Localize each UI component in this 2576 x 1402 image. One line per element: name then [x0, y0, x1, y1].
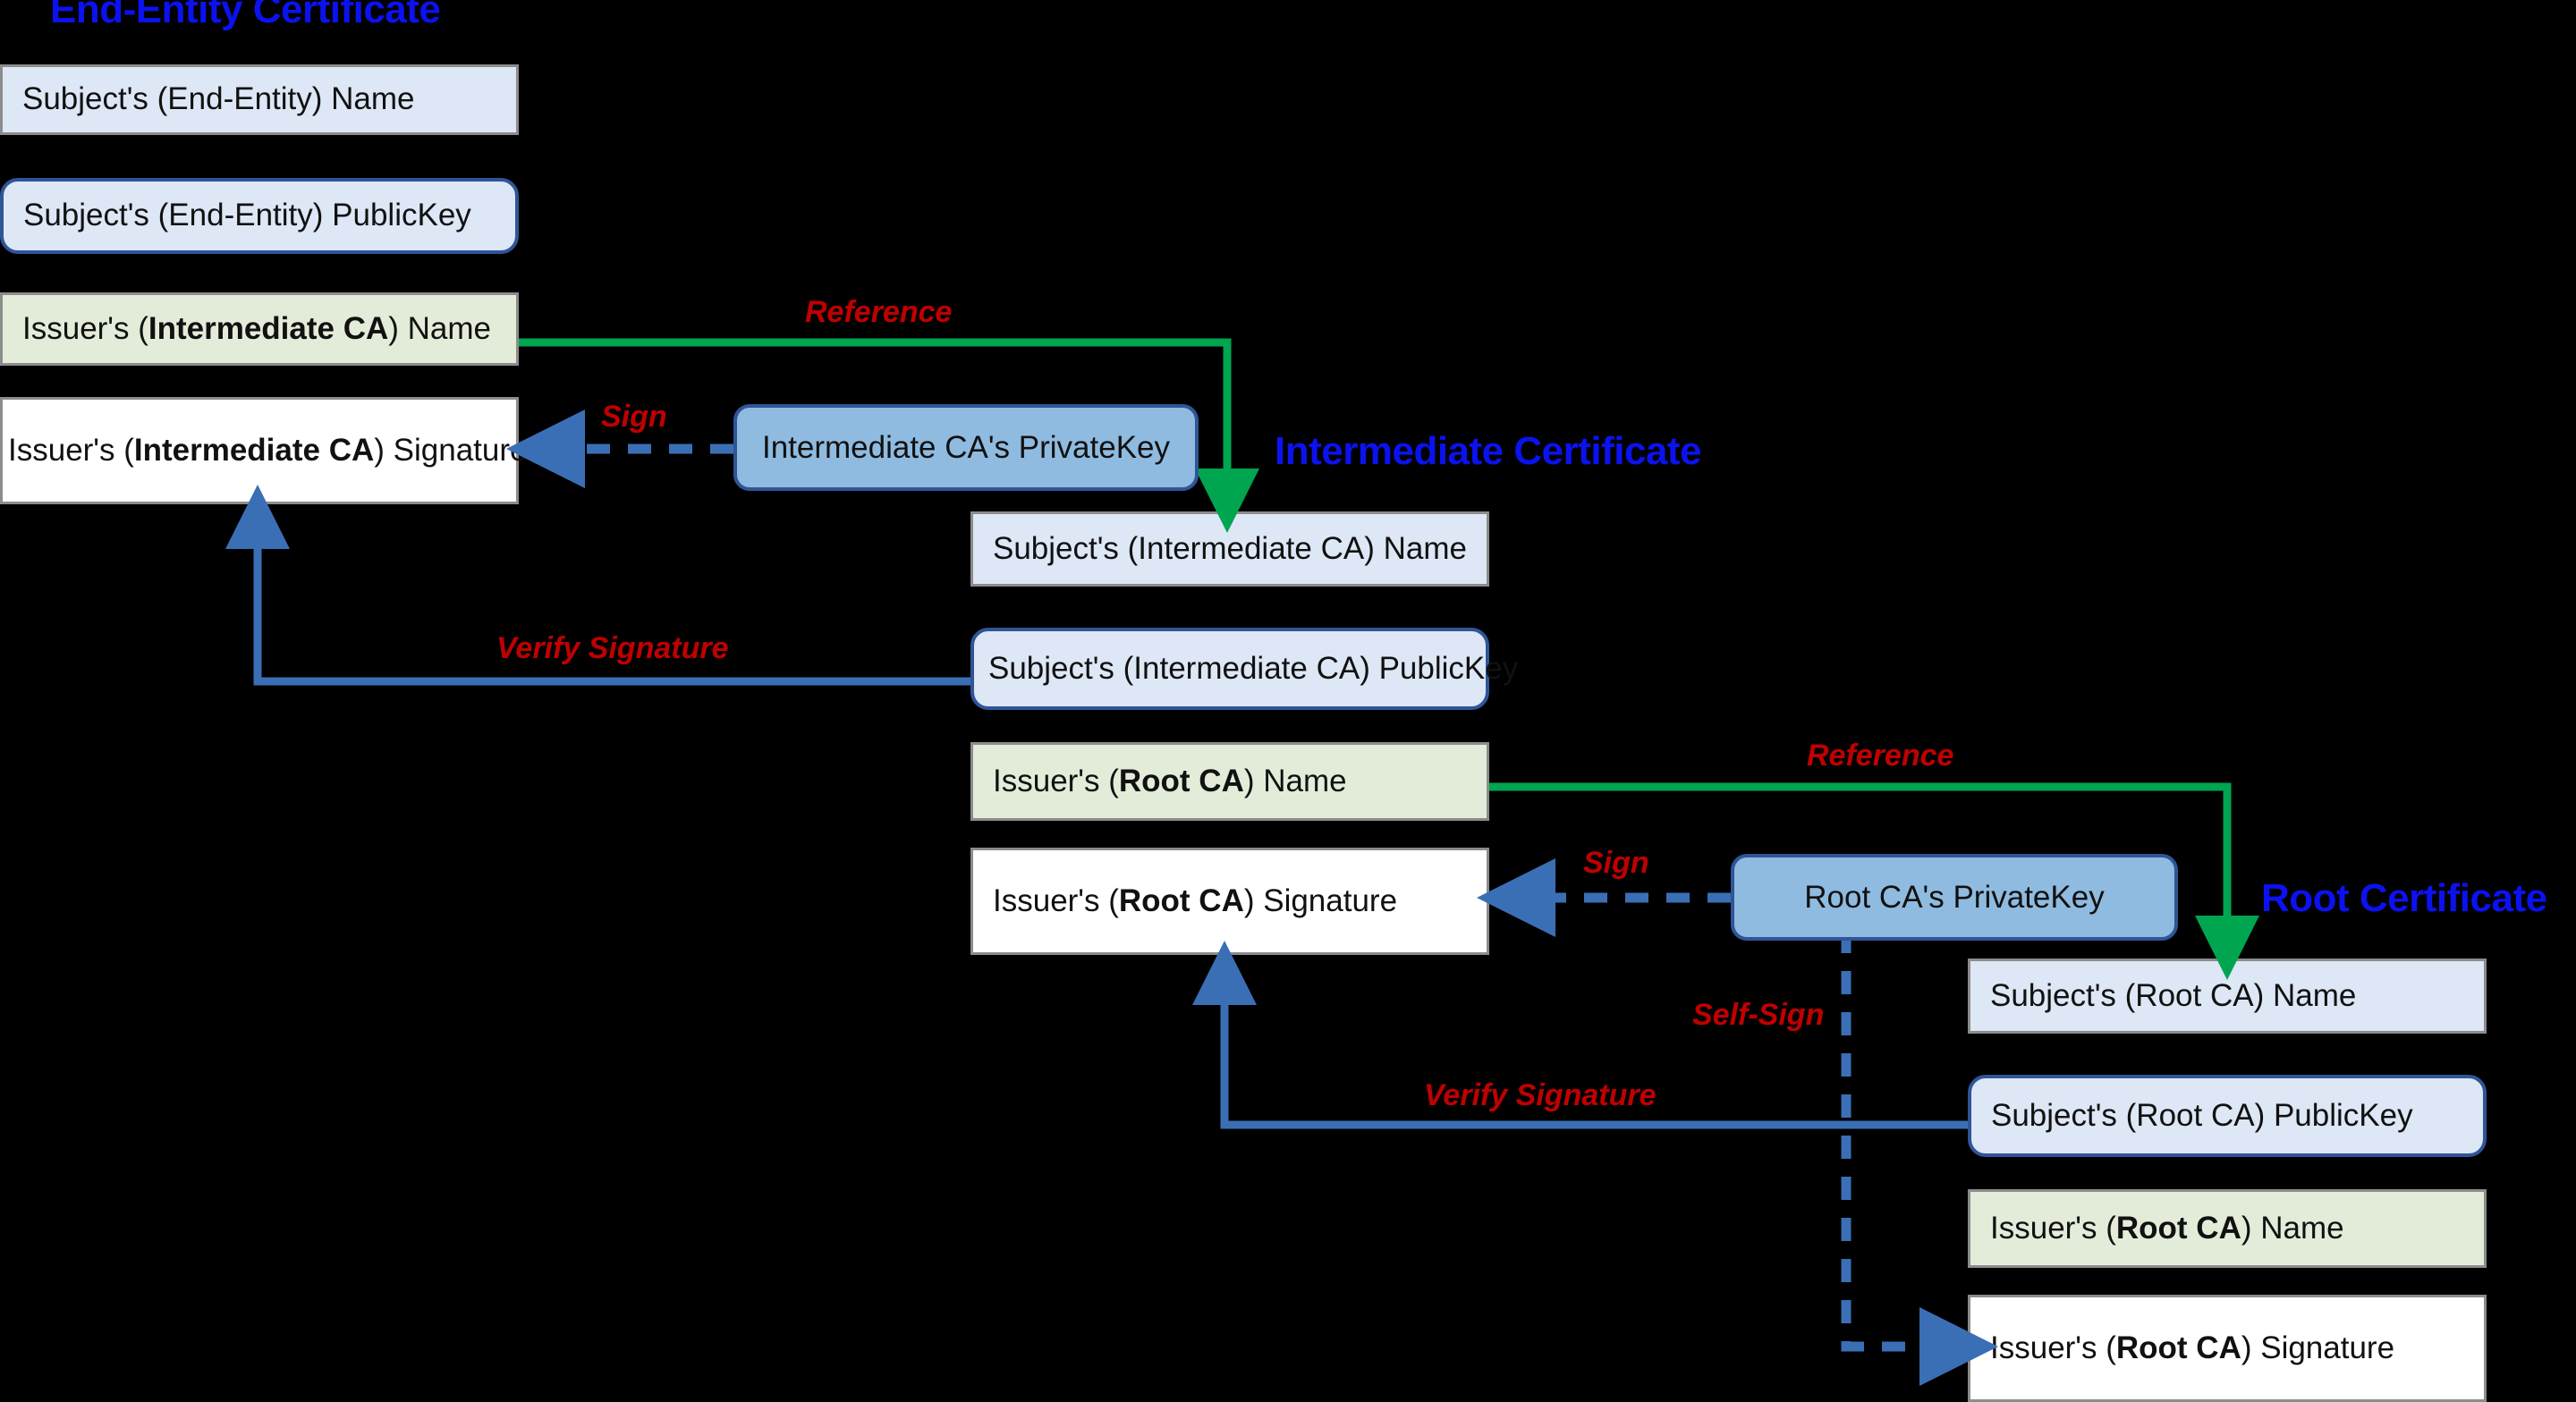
edge-label-reference-ee: Reference — [805, 295, 953, 329]
edge-label-sign-intermediate: Sign — [601, 400, 667, 434]
row-subject-publickey-root: Subject's (Root CA) PublicKey — [1968, 1075, 2487, 1157]
node-intermediate-ca-privatekey[interactable]: Intermediate CA's PrivateKey — [733, 404, 1199, 491]
title-root-certificate: Root Certificate — [2261, 876, 2547, 920]
row-issuer-signature-intermediate: Issuer's (Root CA) Signature — [970, 848, 1489, 955]
edge-label-self-sign: Self-Sign — [1692, 998, 1825, 1032]
row-subject-publickey-intermediate: Subject's (Intermediate CA) PublicKey — [970, 628, 1518, 710]
row-subject-publickey-end-entity: Subject's (End-Entity) PublicKey — [0, 178, 519, 254]
edge-self-sign-root — [1841, 930, 1998, 1386]
edge-label-verify-ee: Verify Signature — [496, 631, 729, 665]
row-subject-name-intermediate: Subject's (Intermediate CA) Name — [970, 511, 1489, 587]
row-issuer-name-root: Issuer's (Root CA) Name — [1968, 1189, 2487, 1268]
title-end-entity-certificate: End-Entity Certificate — [50, 0, 441, 31]
row-issuer-signature-end-entity: Issuer's (Intermediate CA) Signature — [0, 397, 528, 504]
edge-label-sign-root: Sign — [1583, 846, 1649, 880]
edge-label-verify-intermediate: Verify Signature — [1424, 1078, 1657, 1112]
row-issuer-signature-root: Issuer's (Root CA) Signature — [1968, 1295, 2487, 1402]
row-subject-name-root: Subject's (Root CA) Name — [1968, 959, 2487, 1034]
node-root-ca-privatekey[interactable]: Root CA's PrivateKey — [1731, 854, 2178, 941]
row-issuer-name-intermediate: Issuer's (Root CA) Name — [970, 742, 1489, 821]
row-issuer-name-end-entity: Issuer's (Intermediate CA) Name — [0, 292, 519, 366]
edge-label-reference-root: Reference — [1807, 739, 1954, 773]
title-intermediate-certificate: Intermediate Certificate — [1275, 429, 1702, 473]
row-subject-name-end-entity: Subject's (End-Entity) Name — [0, 64, 519, 135]
